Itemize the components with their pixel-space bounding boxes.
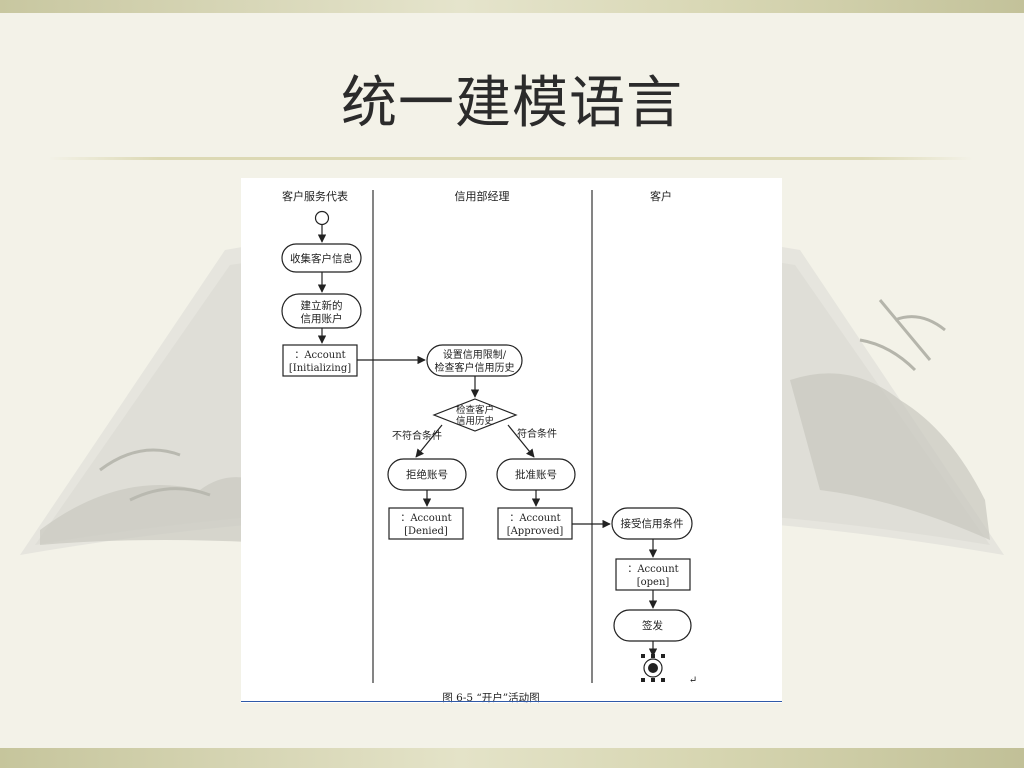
- title-divider: [48, 157, 973, 160]
- activity-set-credit-limit-label-1: 设置信用限制/: [443, 348, 507, 361]
- figure-caption: 图 6-5 “开户”活动图: [442, 691, 539, 703]
- final-node: [641, 654, 665, 682]
- flow-edge: [415, 424, 443, 458]
- activity-set-credit-limit-label-2: 检查客户信用历史: [435, 361, 515, 374]
- lane-header-credit-manager: 信用部经理: [455, 189, 510, 203]
- object-account-denied-label-1: ：Account: [400, 513, 451, 524]
- activity-reject-account-label: 拒绝账号: [406, 468, 448, 481]
- top-decorative-band: [0, 0, 1024, 13]
- activity-diagram-image: 客户服务代表 信用部经理 客户 收集客户信息 建立新的 信用账户 ：Accoun…: [241, 178, 782, 703]
- slide-title: 统一建模语言: [341, 71, 683, 136]
- activity-create-credit-account-label-1: 建立新的: [301, 299, 343, 312]
- activity-create-credit-account-label-2: 信用账户: [301, 312, 343, 325]
- object-account-approved-label-2: [Approved]: [507, 526, 564, 537]
- object-account-open-label-2: [open]: [637, 577, 670, 588]
- object-account-open: [615, 558, 691, 591]
- image-bottom-border: [241, 701, 782, 702]
- activity-collect-customer-info-label: 收集客户信息: [290, 252, 353, 265]
- guard-qualified: 符合条件: [517, 427, 557, 440]
- guard-not-qualified: 不符合条件: [392, 429, 442, 442]
- object-account-open-label-1: ：Account: [627, 564, 678, 575]
- object-account-approved: [497, 507, 573, 540]
- decision-label-2: 信用历史: [456, 415, 495, 427]
- activity-accept-credit-terms: [611, 507, 693, 540]
- lane-header-customer: 客户: [650, 189, 672, 203]
- initial-node: [314, 210, 330, 226]
- object-account-initializing-label-1: ：Account: [294, 350, 345, 361]
- object-account-initializing-label-2: [Initializing]: [289, 363, 351, 374]
- bottom-decorative-band: [0, 748, 1024, 768]
- object-account-denied: [388, 507, 464, 540]
- activity-sign-label: 签发: [642, 619, 663, 632]
- object-account-denied-label-2: [Denied]: [404, 526, 448, 537]
- flow-edge: [507, 424, 535, 458]
- object-account-approved-label-1: ：Account: [509, 513, 560, 524]
- paragraph-return-mark: ↵: [689, 675, 697, 686]
- decision-check-credit-history: [432, 398, 518, 432]
- lane-header-service-rep: 客户服务代表: [282, 189, 348, 203]
- activity-approve-account-label: 批准账号: [515, 468, 557, 481]
- object-account-initializing: [282, 344, 358, 377]
- decision-label-1: 检查客户: [456, 404, 494, 416]
- activity-accept-credit-terms-label: 接受信用条件: [621, 517, 684, 530]
